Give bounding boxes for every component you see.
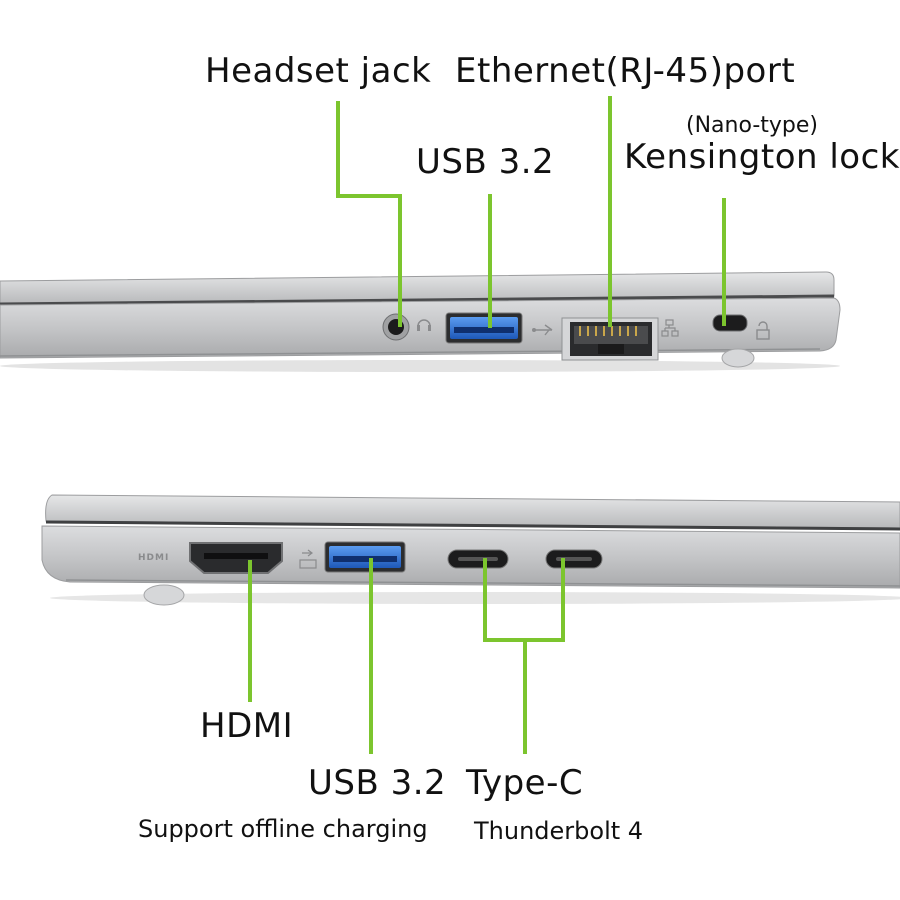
hdmi-imprint-logo: HDMI	[138, 553, 169, 563]
laptop-right-side	[0, 271, 841, 372]
label-headset-jack: Headset jack	[205, 51, 432, 91]
type-c-port-2	[545, 549, 603, 569]
network-icon	[661, 319, 679, 337]
label-type-c-note: Thunderbolt 4	[474, 817, 644, 845]
leader-lines	[248, 96, 726, 754]
label-type-c: Type-C	[466, 763, 584, 803]
kensington-lock-slot	[712, 314, 748, 332]
usb-port-bottom	[324, 541, 406, 573]
leader-headset	[336, 101, 402, 327]
label-hdmi: HDMI	[200, 706, 294, 746]
label-kensington-note: (Nano-type)	[686, 113, 818, 138]
hdmi-port	[189, 542, 283, 574]
lock-icon	[756, 321, 770, 340]
laptop-lid	[0, 271, 835, 305]
usb-port-top	[445, 312, 523, 344]
ethernet-port	[561, 317, 659, 361]
usb-icon	[532, 324, 553, 336]
label-usb-bottom: USB 3.2	[308, 763, 447, 803]
type-c-port-1	[447, 549, 509, 569]
label-kensington-lock: Kensington lock	[624, 137, 900, 177]
headset-jack-port	[382, 313, 410, 341]
laptop-left-side: HDMI	[41, 494, 900, 606]
label-usb-top: USB 3.2	[416, 142, 555, 182]
label-ethernet-port: Ethernet(RJ-45)port	[455, 51, 796, 91]
label-usb-note: Support offline charging	[138, 815, 428, 843]
headset-icon	[417, 319, 431, 331]
usb-charge-icon	[299, 549, 317, 569]
